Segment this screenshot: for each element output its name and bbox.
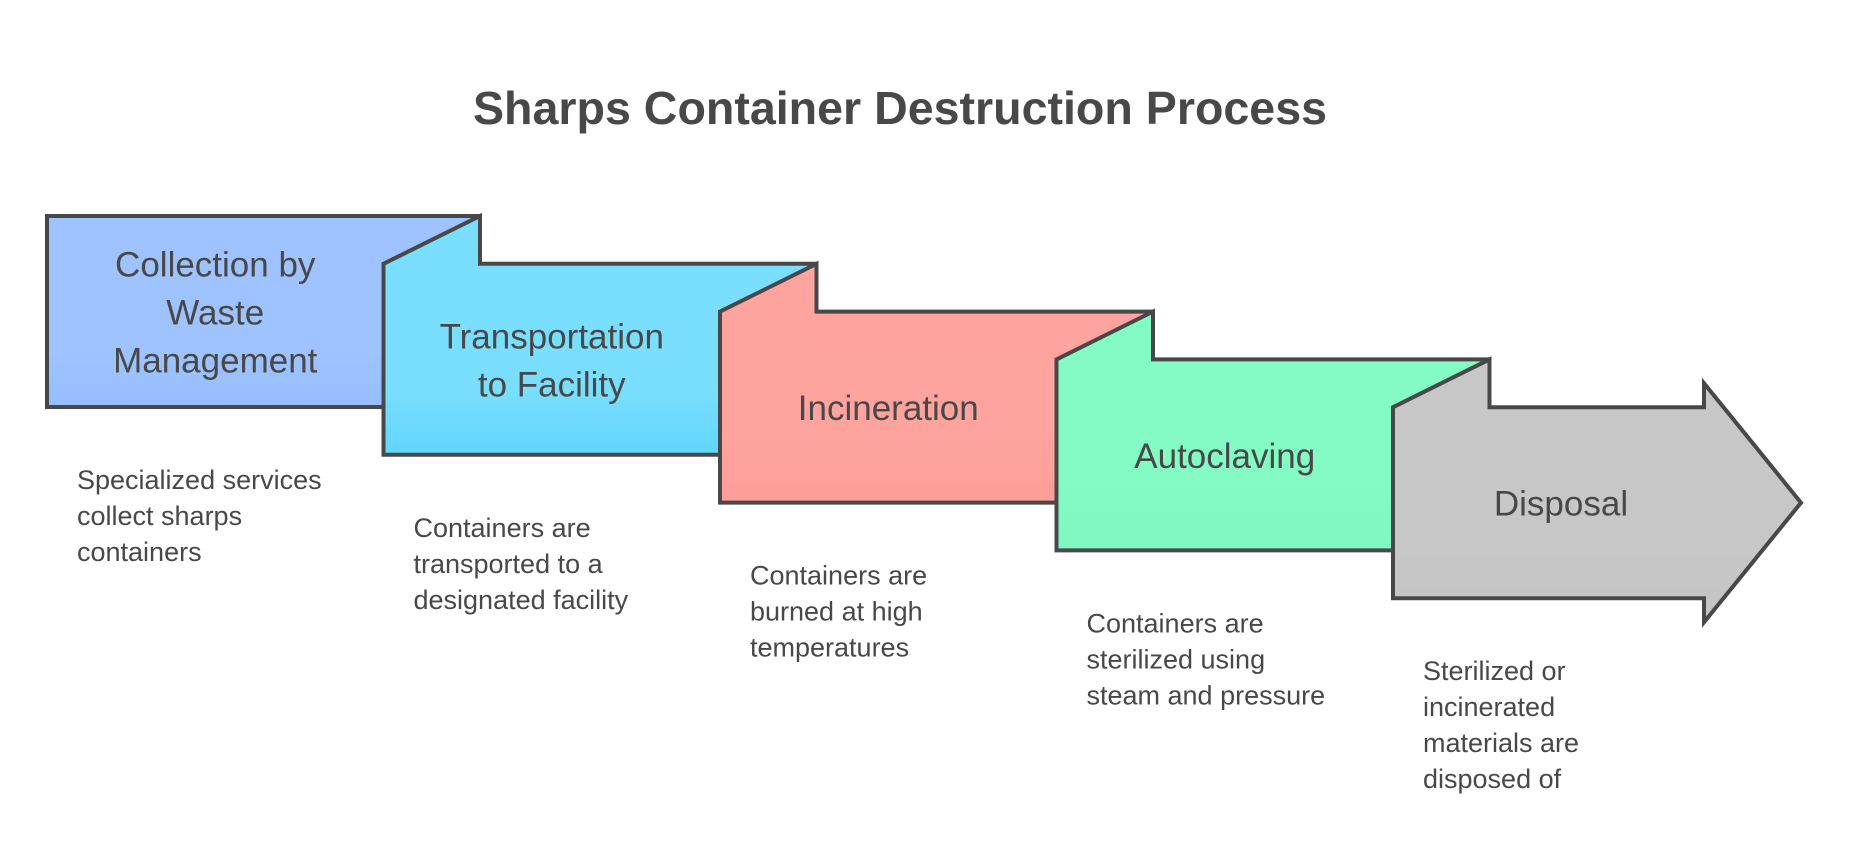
step-label-line: Transportation — [440, 317, 664, 356]
step-label-line: Autoclaving — [1134, 437, 1315, 476]
step-description: Containers are sterilized using steam and … — [1087, 608, 1326, 710]
step-description-line: materials are — [1423, 728, 1579, 758]
step-description-line: incinerated — [1423, 692, 1555, 722]
diagram-title: Sharps Container Destruction Process — [473, 82, 1327, 134]
step-label: Transportation to Facility — [440, 317, 664, 404]
step-label-line: Waste — [166, 294, 264, 333]
step-description-line: Containers are — [750, 561, 927, 591]
step-label-line: Management — [113, 342, 318, 381]
step-label: Disposal — [1494, 485, 1628, 524]
step-description-line: Containers are — [414, 513, 591, 543]
step-label-line: Disposal — [1494, 485, 1628, 524]
step-label-line: to Facility — [478, 365, 626, 404]
step-description-line: burned at high — [750, 597, 923, 627]
step-label: Autoclaving — [1134, 437, 1315, 476]
step-label-line: Incineration — [798, 389, 979, 428]
step-description: Containers are burned at high temperatures — [750, 561, 927, 663]
step-description-line: temperatures — [750, 633, 909, 663]
step-description-line: Specialized services — [77, 465, 322, 495]
step-description-line: designated facility — [414, 585, 629, 615]
step-description-line: Containers are — [1087, 608, 1264, 638]
step-label: Incineration — [798, 389, 979, 428]
step-shapes — [45, 212, 1804, 628]
step-description-line: collect sharps — [77, 501, 242, 531]
step-label-line: Collection by — [115, 246, 316, 285]
step-description-line: containers — [77, 537, 202, 567]
step-description-line: disposed of — [1423, 764, 1562, 794]
step-arrow-shape — [1391, 356, 1804, 628]
step-description-line: transported to a — [414, 549, 604, 579]
step-description: Specialized services collect sharps contai… — [77, 465, 322, 567]
step-description: Sterilized or incinerated materials are dis… — [1423, 656, 1579, 794]
step-description-line: steam and pressure — [1087, 680, 1326, 710]
step-description: Containers are transported to a designated… — [414, 513, 629, 615]
step-description-line: Sterilized or — [1423, 656, 1566, 686]
step-description-line: sterilized using — [1087, 644, 1266, 674]
step-descriptions: Specialized services collect sharps contai… — [77, 465, 1579, 794]
